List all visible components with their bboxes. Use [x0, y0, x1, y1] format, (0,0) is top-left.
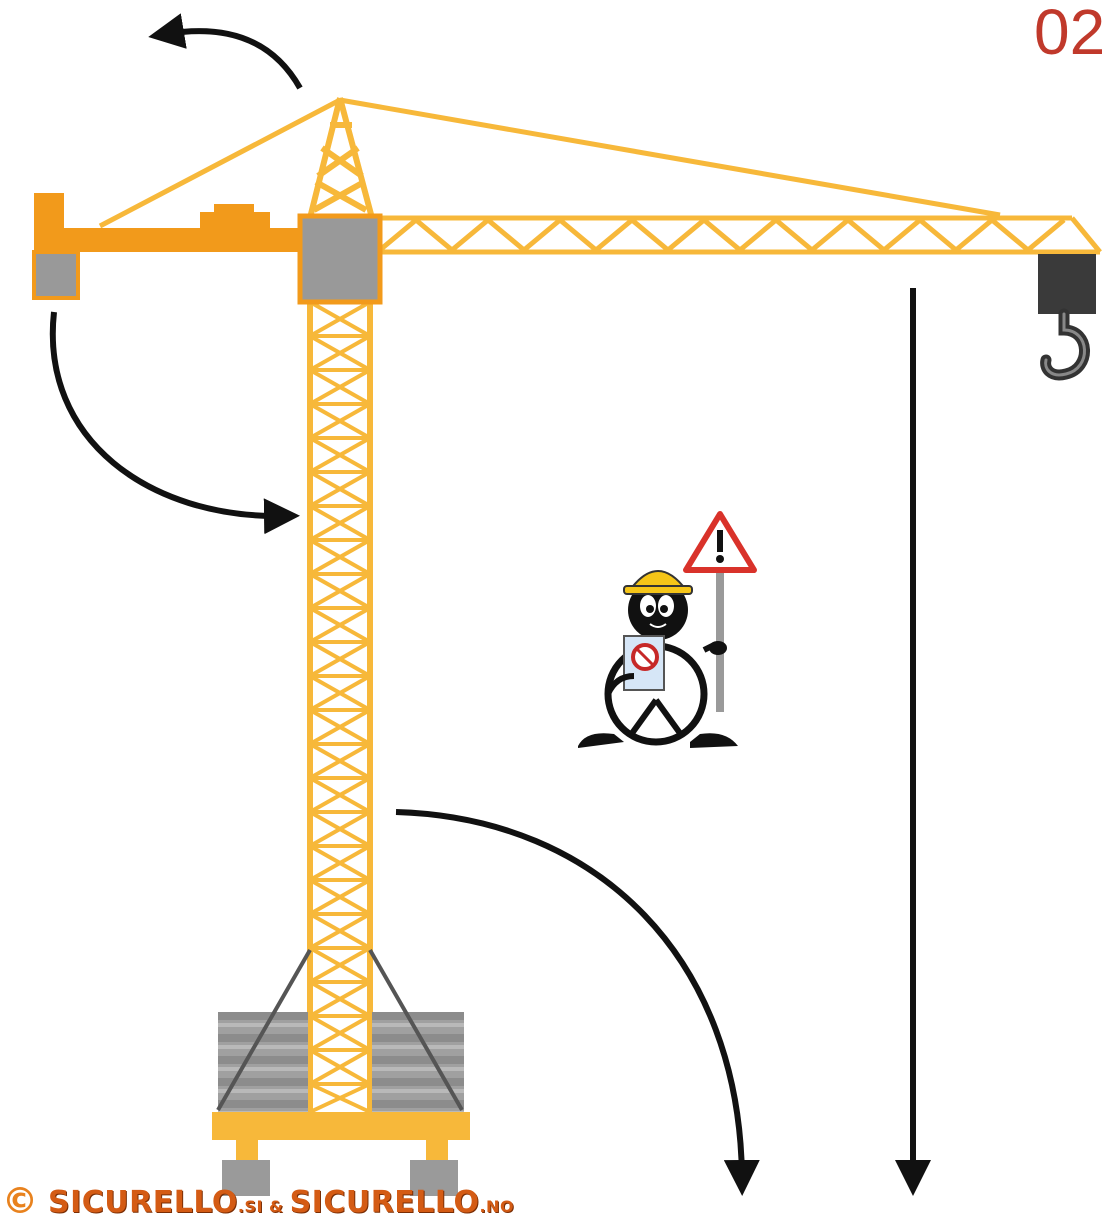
copyright-icon: © [2, 1181, 38, 1222]
jib [375, 215, 1102, 255]
hard-hat-icon [623, 570, 693, 595]
sign-post [716, 566, 724, 712]
credit-joiner: & [262, 1196, 290, 1216]
slewing-unit [297, 213, 383, 305]
brand-1-suffix: .SI [237, 1196, 263, 1216]
prohibition-booklet-icon [623, 635, 665, 691]
warning-sign-icon [683, 511, 757, 573]
base-cables [216, 949, 464, 1111]
pendant-lines [98, 97, 1001, 229]
base-frame [212, 1112, 470, 1196]
slewing-arrow [148, 13, 303, 90]
brand-2-suffix: .NO [479, 1196, 515, 1216]
brand-2: SICURELLO [289, 1184, 480, 1220]
ballast-blocks [218, 1012, 464, 1112]
counter-jib [32, 193, 304, 300]
copyright-credit: © SICURELLO.SI & SICURELLO.NO [2, 1181, 514, 1223]
movement-arrows [49, 13, 931, 1196]
page-number: 02 [1034, 0, 1106, 68]
credit-text: SICURELLO.SI & SICURELLO.NO [48, 1185, 514, 1220]
hook [1038, 254, 1096, 381]
fall-zone-arrow [395, 809, 760, 1196]
brand-1: SICURELLO [48, 1184, 238, 1220]
tower-mast [307, 300, 373, 1115]
rotation-arrow [49, 311, 300, 535]
worker-mascot [578, 511, 757, 748]
tower-peak [307, 97, 375, 219]
